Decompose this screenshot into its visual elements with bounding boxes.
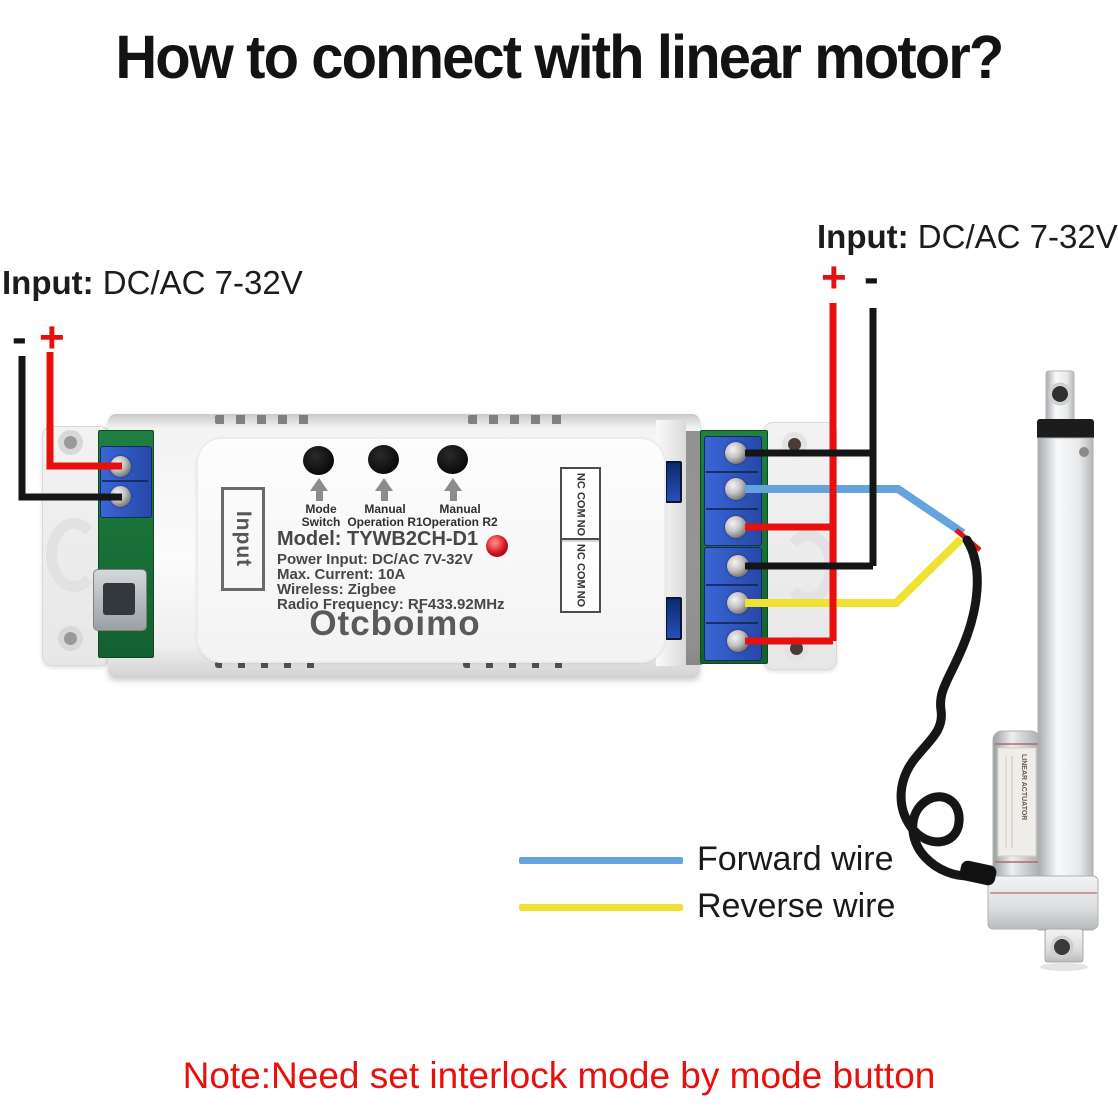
right-input-label: Input: DC/AC 7-32V [817,218,1118,255]
right-mount-cutout [780,530,836,604]
right-plus-sign: + [821,253,847,302]
terminal-divider [706,584,758,586]
brand-logo: Otcboimo [309,604,481,643]
arrow-up-icon [375,478,393,491]
left-mount-cutout [46,518,102,592]
status-led [486,535,508,557]
relay1-terminal-labels: NC COM NO [560,467,601,542]
wireless-line: Wireless: Zigbee [277,581,397,598]
input-terminal-screw-positive [110,456,131,477]
mode-switch-label: Mode Switch [301,502,341,529]
relay2-terminal-labels: NC COM NO [560,538,601,613]
arrow-up-icon [444,478,462,491]
terminal-screw-com1 [725,478,747,500]
terminal-divider [706,471,758,473]
terminal-screw-no1 [725,516,747,538]
manual-r2-label: Manual Operation R2 [422,502,498,529]
reverse-wire-swatch [519,904,683,911]
terminal-divider [706,622,758,624]
input-port-label: Input [232,510,255,568]
page-title: How to connect with linear motor? [115,23,1004,91]
input-terminal-screw-negative [110,486,131,507]
right-bottom-screw-hole [784,636,809,661]
manual-r1-label: Manual Operation R1 [347,502,423,529]
reverse-wire-label: Reverse wire [697,887,896,925]
manual-operation-r1-button[interactable] [368,445,399,474]
radio-frequency-line: Radio Frequency: RF433.92MHz [277,596,505,613]
top-vents-left [215,415,315,424]
top-vents-right [468,415,568,424]
left-minus-sign: - [12,313,27,362]
right-top-screw-hole [782,432,807,457]
side-slot-vent-top [665,461,682,503]
right-minus-sign: - [864,253,879,302]
terminal-screw-nc2 [727,555,749,577]
note-text: Note:Need set interlock mode by mode but… [182,1055,936,1096]
terminal-screw-no2 [727,630,749,652]
manual-operation-r2-button[interactable] [437,445,468,474]
side-slot-vent-bottom [665,597,682,640]
arrow-up-icon [310,478,328,491]
left-input-label: Input: DC/AC 7-32V [2,264,303,301]
bottom-vents-left [215,661,323,668]
micro-usb-opening [103,583,135,615]
terminal-divider [706,508,758,510]
power-input-line: Power Input: DC/AC 7V-32V [277,551,473,568]
bottom-vents-right [463,661,571,668]
terminal-recess-shadow [686,431,702,665]
terminal-screw-com2 [727,592,749,614]
forward-wire-swatch [519,857,683,864]
left-top-screw-hole [58,430,83,455]
forward-wire-label: Forward wire [697,840,894,878]
left-bottom-screw-hole [58,626,83,651]
arrow-stem [450,490,457,501]
input-port-label-box: Input [221,487,265,591]
max-current-line: Max. Current: 10A [277,566,406,583]
mode-switch-button[interactable] [303,446,334,475]
terminal-screw-nc1 [725,442,747,464]
arrow-stem [381,490,388,501]
input-terminal-divider [102,480,148,482]
model-line: Model: TYWB2CH-D1 [277,528,479,550]
arrow-stem [316,490,323,501]
